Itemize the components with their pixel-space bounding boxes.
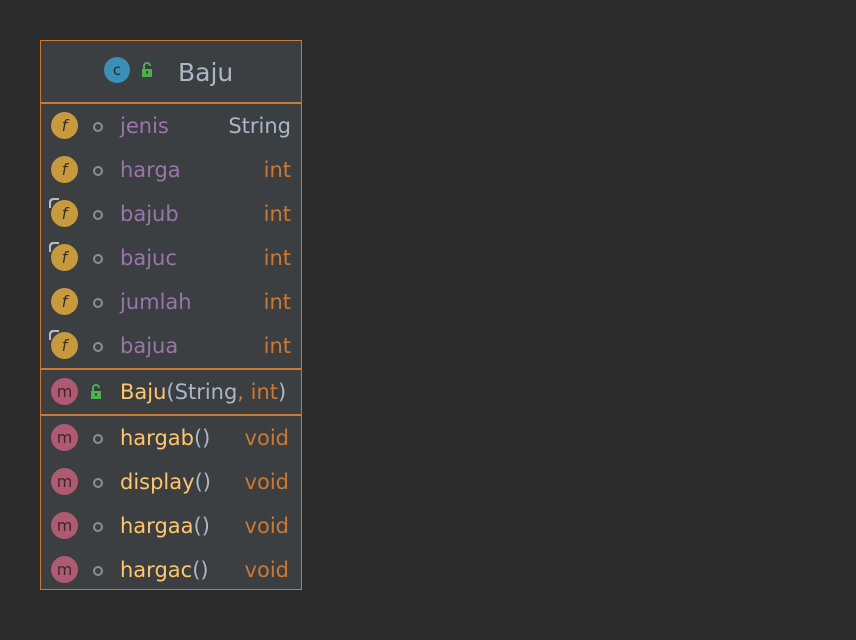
field-badge-letter: f: [61, 336, 68, 355]
static-marker-icon: [49, 242, 59, 252]
class-header: c Baju: [41, 41, 301, 104]
method-return-type: void: [244, 470, 289, 494]
constructor-name: Baju: [120, 380, 167, 404]
field-badge-letter: f: [61, 204, 68, 223]
constructors-section: m Baju(String, int): [41, 370, 301, 416]
field-badge-letter: f: [61, 248, 68, 267]
package-private-icon: [93, 522, 103, 532]
method-icon: m: [51, 378, 78, 405]
method-return-type: void: [244, 514, 289, 538]
method-icon: m: [51, 424, 78, 451]
class-icon: c: [104, 57, 130, 83]
constructor-row[interactable]: m Baju(String, int): [41, 370, 301, 414]
field-row[interactable]: f jenis String: [41, 104, 301, 148]
field-type: int: [263, 290, 291, 314]
method-signature: hargac(): [120, 557, 209, 583]
method-return-type: void: [244, 426, 289, 450]
method-return-type: void: [244, 558, 289, 582]
method-icon: m: [51, 556, 78, 583]
package-private-icon: [93, 122, 103, 132]
field-row[interactable]: f bajub int: [41, 192, 301, 236]
field-name: jumlah: [120, 290, 192, 314]
static-marker-icon: [49, 330, 59, 340]
field-row[interactable]: f jumlah int: [41, 280, 301, 324]
field-name: bajuc: [120, 246, 177, 270]
package-private-icon: [93, 434, 103, 444]
package-private-icon: [93, 478, 103, 488]
package-private-icon: [93, 166, 103, 176]
package-private-icon: [93, 566, 103, 576]
method-icon: m: [51, 468, 78, 495]
method-parens: (): [192, 558, 209, 582]
field-icon: f: [51, 288, 78, 315]
field-icon: f: [49, 242, 78, 271]
method-row[interactable]: m hargaa() void: [41, 504, 301, 548]
class-badge-letter: c: [112, 61, 122, 79]
field-icon: f: [49, 330, 78, 359]
fields-section: f jenis String f harga int f bajub int f: [41, 104, 301, 370]
method-icon: m: [51, 512, 78, 539]
param-separator: ,: [237, 380, 251, 404]
method-name: hargac: [120, 558, 193, 582]
method-signature: hargab(): [120, 425, 210, 451]
public-lock-icon: [142, 62, 152, 77]
method-parens: (): [193, 426, 211, 450]
package-private-icon: [93, 210, 103, 220]
field-type: int: [263, 202, 291, 226]
constructor-signature: Baju(String, int): [120, 379, 286, 405]
open-paren: (: [166, 380, 175, 404]
field-badge-letter: f: [61, 160, 68, 179]
field-name: harga: [120, 158, 181, 182]
method-name: hargab: [120, 426, 194, 450]
method-row[interactable]: m display() void: [41, 460, 301, 504]
method-parens: (): [194, 470, 211, 494]
method-signature: display(): [120, 469, 211, 495]
method-row[interactable]: m hargab() void: [41, 416, 301, 460]
field-name: bajub: [120, 202, 179, 226]
param-type: String: [174, 380, 238, 404]
method-parens: (): [193, 514, 210, 538]
field-type: String: [228, 114, 291, 138]
class-name: Baju: [178, 58, 234, 87]
method-name: hargaa: [120, 514, 194, 538]
method-badge-letter: m: [56, 472, 73, 491]
method-signature: hargaa(): [120, 513, 210, 539]
field-icon: f: [51, 156, 78, 183]
field-badge-letter: f: [61, 292, 68, 311]
method-badge-letter: m: [56, 560, 73, 579]
public-lock-icon: [91, 384, 101, 399]
field-type: int: [263, 334, 291, 358]
package-private-icon: [93, 298, 103, 308]
field-row[interactable]: f harga int: [41, 148, 301, 192]
field-type: int: [263, 158, 291, 182]
field-icon: f: [49, 198, 78, 227]
field-row[interactable]: f bajua int: [41, 324, 301, 368]
param-type: int: [250, 380, 279, 404]
method-badge-letter: m: [56, 516, 73, 535]
package-private-icon: [93, 254, 103, 264]
package-private-icon: [93, 342, 103, 352]
static-marker-icon: [49, 198, 59, 208]
field-type: int: [263, 246, 291, 270]
method-badge-letter: m: [56, 382, 73, 401]
field-badge-letter: f: [61, 116, 68, 135]
method-name: display: [120, 470, 195, 494]
field-row[interactable]: f bajuc int: [41, 236, 301, 280]
method-badge-letter: m: [56, 428, 73, 447]
close-paren: ): [278, 380, 287, 404]
methods-section: m hargab() void m display() void m harga…: [41, 416, 301, 592]
field-name: jenis: [120, 114, 169, 138]
field-name: bajua: [120, 334, 179, 358]
method-row[interactable]: m hargac() void: [41, 548, 301, 592]
field-icon: f: [51, 112, 78, 139]
uml-class-box[interactable]: c Baju f jenis String f harga int f: [40, 40, 302, 590]
